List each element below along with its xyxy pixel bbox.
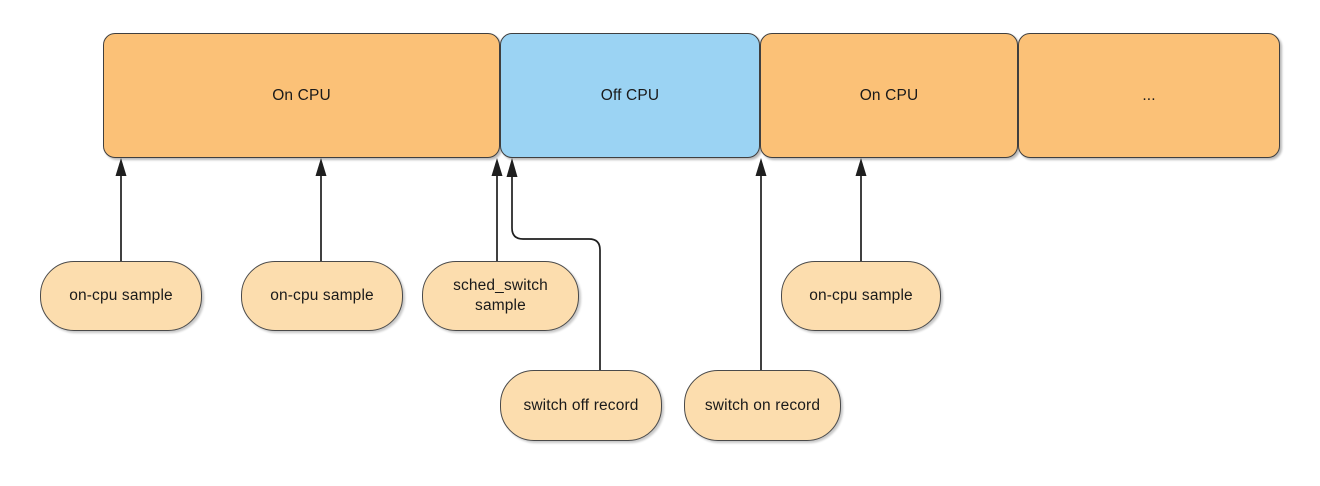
arrowhead-icon <box>315 158 327 176</box>
node-label: switch off record <box>523 396 639 414</box>
connector-sample2-to-on-cpu-1 <box>315 158 327 261</box>
timeline-segment-on-cpu-2[interactable]: On CPU <box>760 33 1018 158</box>
timeline-segment-label: On CPU <box>859 86 919 104</box>
node-label: on-cpu sample <box>69 287 173 305</box>
arrowhead-icon <box>506 158 518 177</box>
node-label: on-cpu sample <box>809 287 913 305</box>
timeline-segment-label: On CPU <box>272 86 331 104</box>
node-label: switch on record <box>704 396 821 414</box>
arrowhead-icon <box>115 158 127 176</box>
arrowhead-icon <box>491 158 503 176</box>
timeline-segment-on-cpu-1[interactable]: On CPU <box>103 33 500 158</box>
node-on-cpu-sample-3[interactable]: on-cpu sample <box>781 261 941 331</box>
arrowhead-icon <box>755 158 767 176</box>
connector-sample1-to-on-cpu-1 <box>115 158 127 261</box>
timeline-segment-label: Off CPU <box>600 86 660 104</box>
timeline-segment-ellipsis[interactable]: ... <box>1018 33 1280 158</box>
node-switch-off-record[interactable]: switch off record <box>500 370 662 441</box>
node-switch-on-record[interactable]: switch on record <box>684 370 841 441</box>
connector-sched-switch-to-boundary <box>491 158 503 261</box>
arrowhead-icon <box>855 158 867 176</box>
node-on-cpu-sample-1[interactable]: on-cpu sample <box>40 261 202 331</box>
node-label: on-cpu sample <box>270 287 374 305</box>
node-on-cpu-sample-2[interactable]: on-cpu sample <box>241 261 403 331</box>
node-sched-switch-sample[interactable]: sched_switch sample <box>422 261 579 331</box>
node-label: sched_switch sample <box>453 277 548 314</box>
timeline-segment-off-cpu-1[interactable]: Off CPU <box>500 33 760 158</box>
timeline-segment-label: ... <box>1142 86 1156 104</box>
connector-sample3-to-on-cpu-2 <box>855 158 867 261</box>
connector-switch-on-to-on-cpu-2 <box>755 158 767 370</box>
